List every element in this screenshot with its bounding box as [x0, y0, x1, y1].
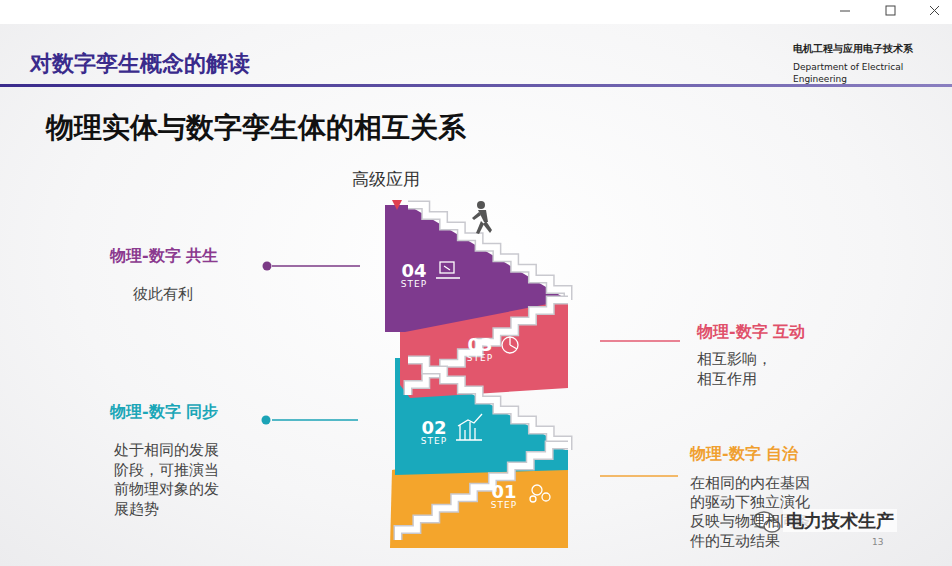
step-icon — [502, 337, 518, 353]
step-box: 01STEP — [486, 483, 522, 511]
close-icon — [930, 6, 939, 15]
stair-shadow — [398, 445, 568, 540]
step-word: STEP — [416, 437, 452, 447]
header-rule — [0, 84, 952, 87]
watermark: 电力技术生产 — [783, 509, 897, 532]
callout-body: 彼此有利 — [133, 285, 193, 305]
top-label: 高级应用 — [352, 168, 420, 190]
slide-title: 物理实体与数字孪生体的相互关系 — [46, 110, 466, 146]
callout-heading: 物理-数字 互动 — [697, 322, 805, 343]
page-number: 13 — [872, 537, 883, 549]
department-cn: 电机工程与应用电子技术系 — [793, 42, 913, 55]
callout-heading: 物理-数字 自治 — [690, 444, 798, 465]
stair-tread — [398, 445, 568, 540]
person-icon — [472, 201, 492, 234]
step-number: 03 — [462, 336, 498, 354]
marker-arrow — [392, 200, 402, 210]
callout-heading: 物理-数字 同步 — [110, 402, 218, 423]
callout-body: 相互影响， 相互作用 — [697, 350, 797, 389]
stair-shadow — [408, 205, 568, 300]
leader-line — [600, 340, 680, 342]
stair-tread — [408, 360, 568, 450]
stair-tread — [408, 205, 568, 300]
step-number: 02 — [416, 419, 452, 437]
callout-body: 处于相同的发展 阶段，可推演当 前物理对象的发 展趋势 — [114, 441, 254, 519]
step-word: STEP — [486, 501, 522, 511]
stair-shadow — [408, 360, 568, 450]
maximize-icon — [886, 6, 895, 15]
step-box: 03STEP — [462, 336, 498, 364]
step-number: 04 — [396, 262, 432, 280]
stair-tread — [408, 300, 568, 395]
leader-dot — [263, 262, 272, 271]
stair-shadow — [408, 300, 568, 395]
step-word: STEP — [462, 354, 498, 364]
step-icon — [530, 485, 550, 502]
leader-line — [272, 419, 358, 421]
leader-line — [600, 475, 678, 477]
step-icon — [436, 262, 460, 278]
department-en: Department of Electrical Engineering — [793, 62, 952, 85]
step-box: 02STEP — [416, 419, 452, 447]
window-bar — [0, 0, 952, 24]
minimize-icon — [840, 11, 850, 12]
leader-line — [272, 265, 360, 267]
step-number: 01 — [486, 483, 522, 501]
callout-heading: 物理-数字 共生 — [110, 246, 218, 267]
slide-header: 对数字孪生概念的解读 — [30, 50, 250, 79]
leader-dot — [262, 416, 271, 425]
step-box: 04STEP — [396, 262, 432, 290]
step-icon — [456, 414, 482, 440]
staircase — [385, 205, 568, 548]
step-word: STEP — [396, 280, 432, 290]
